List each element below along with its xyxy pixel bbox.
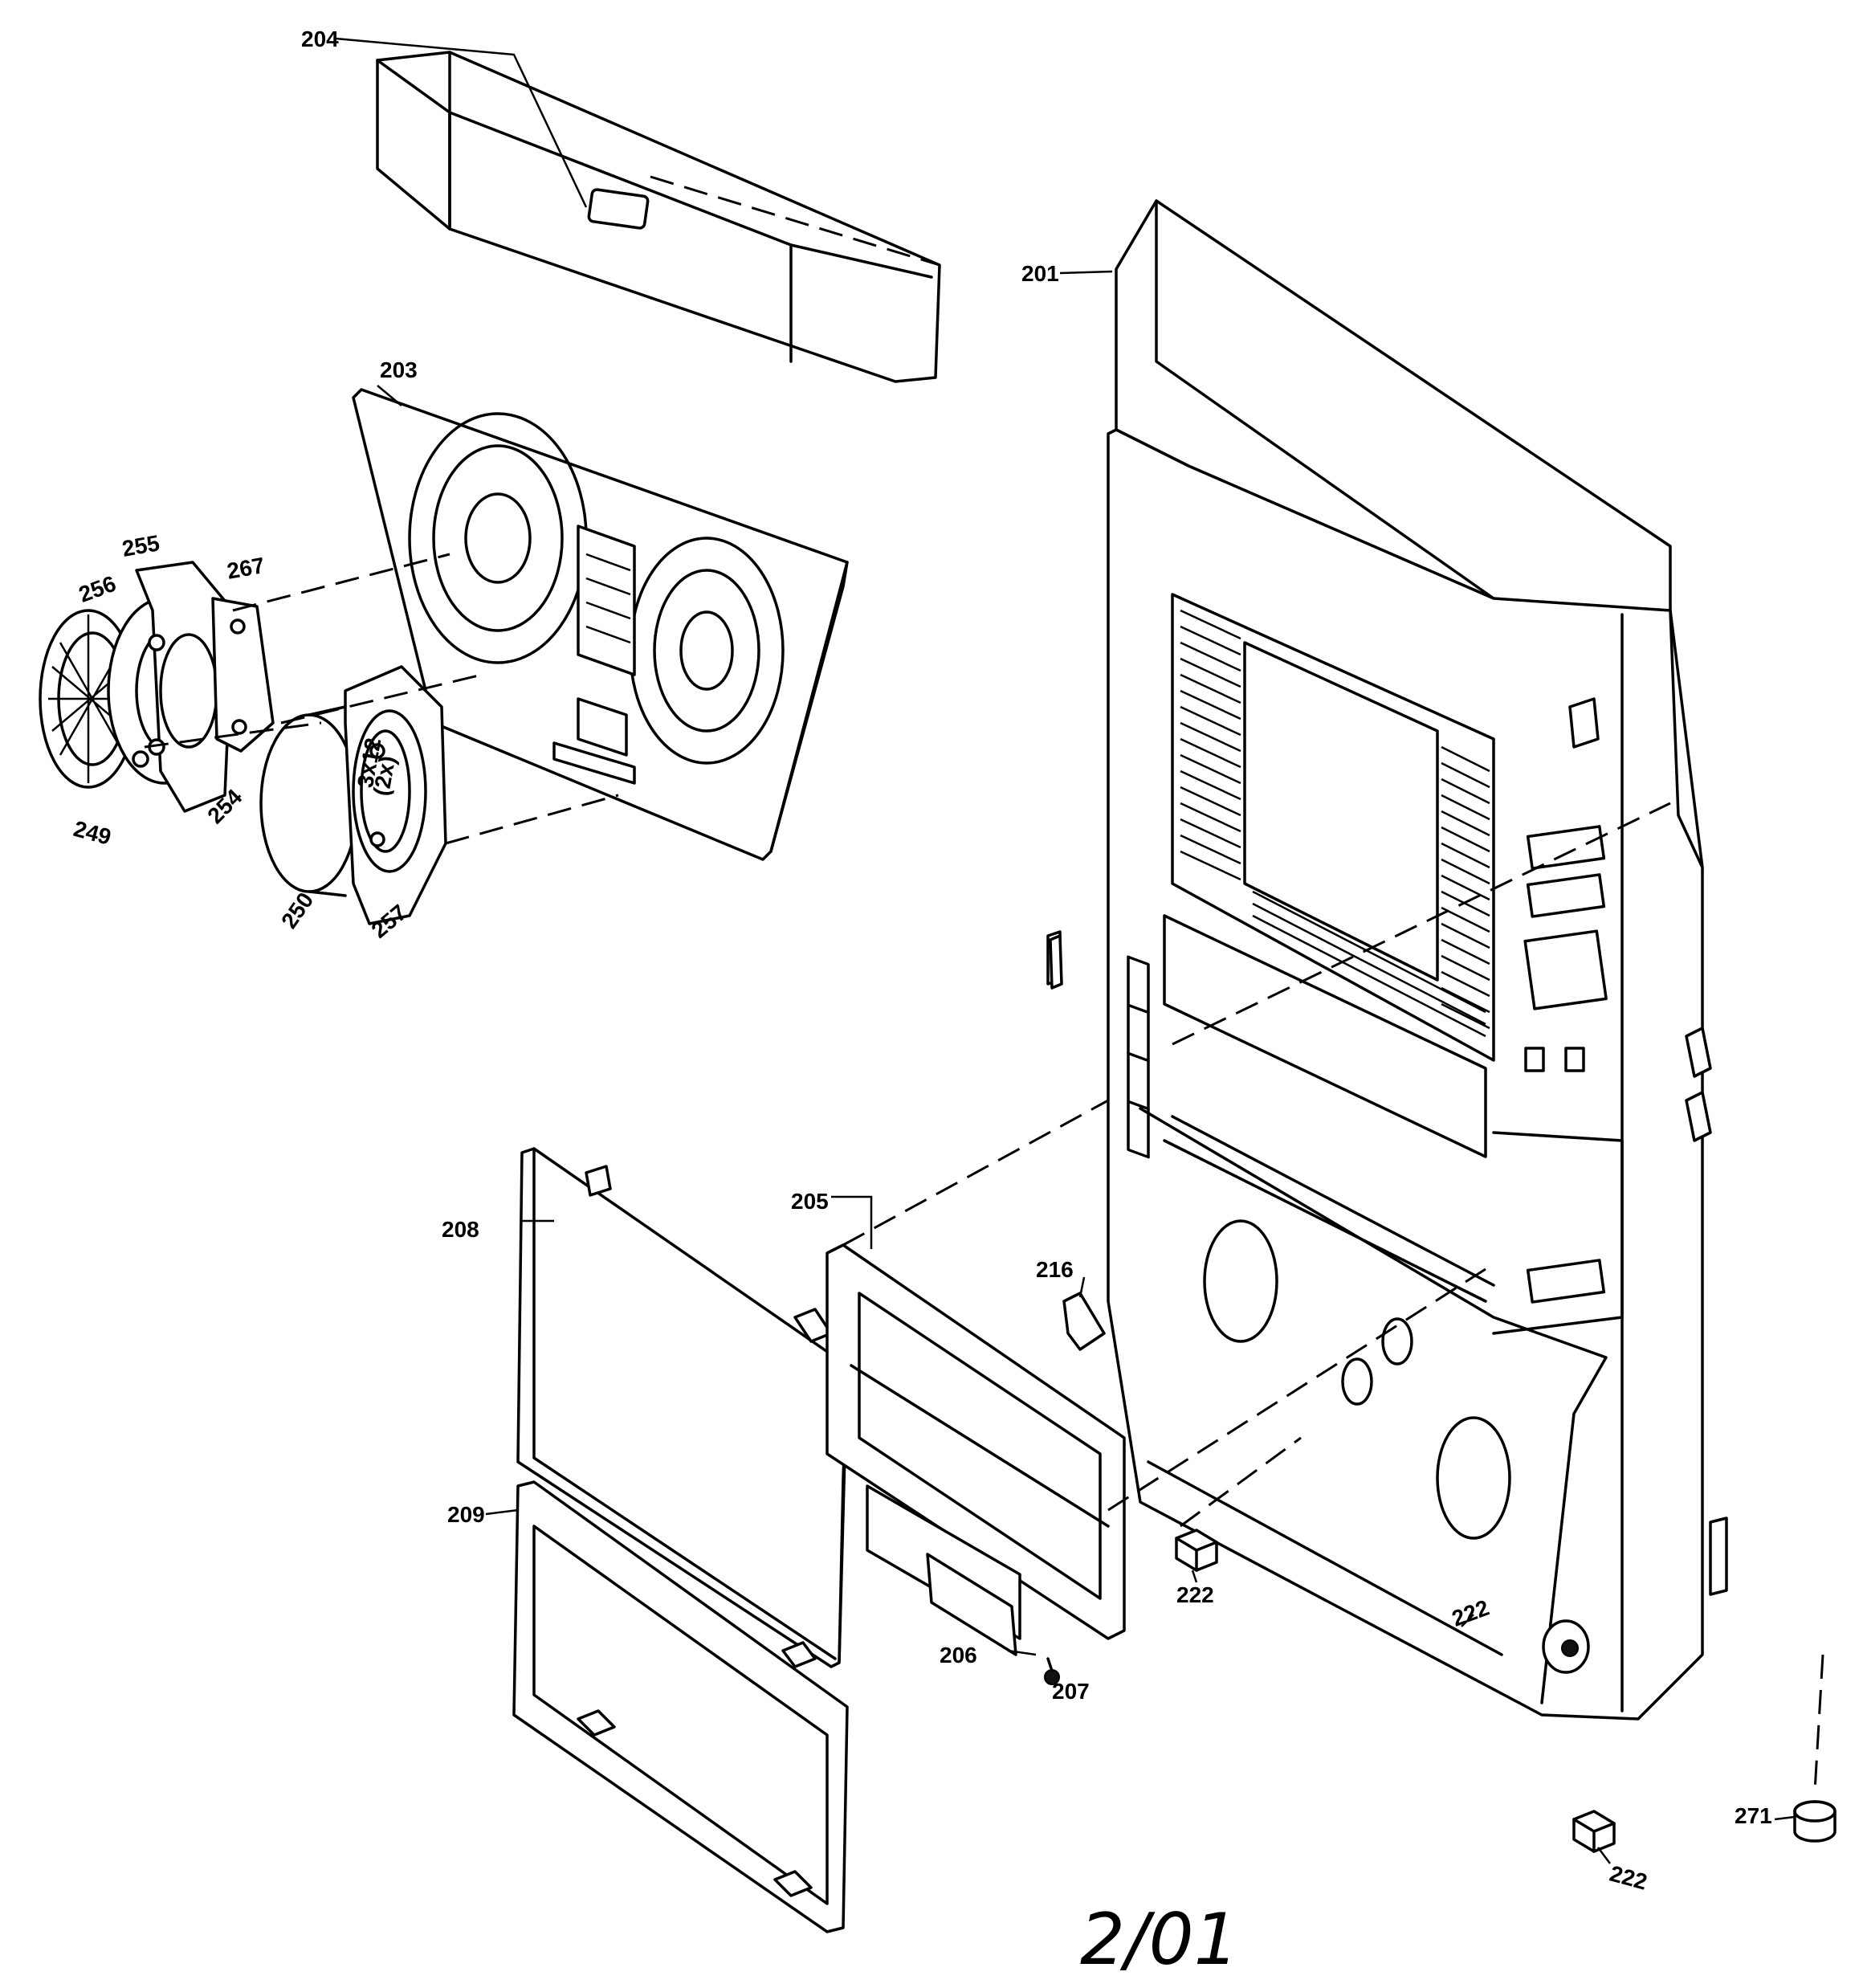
part-216-knob: [1062, 1292, 1106, 1351]
label-209: 209: [447, 1502, 485, 1527]
left-buttons: [1127, 955, 1150, 1159]
label-207: 207: [1052, 1679, 1090, 1704]
part-203-speaker-baffle: [352, 388, 849, 861]
label-205: 205: [791, 1189, 829, 1214]
tape-hub-right: [1436, 1416, 1511, 1540]
part-267-bracket: [211, 597, 275, 753]
part-206-slider: [926, 1553, 1017, 1656]
label-216: 216: [1036, 1257, 1074, 1282]
tape-hub-left: [1203, 1219, 1278, 1343]
label-222-c: 222: [1607, 1861, 1649, 1895]
part-222-pad-a: [1175, 1529, 1218, 1572]
loose-clip: [1049, 934, 1063, 990]
label-222-a: 222: [1176, 1582, 1214, 1607]
label-256: 256: [75, 571, 120, 607]
part-250-speaker: [259, 705, 359, 897]
label-249: 249: [71, 816, 113, 850]
assembly-lines: [144, 175, 1824, 1792]
part-254-screws: [132, 634, 165, 768]
page-code: 2/01: [1080, 1898, 1239, 1981]
right-controls: [1492, 825, 1624, 1335]
label-208: 208: [442, 1217, 479, 1242]
label-250: 250: [276, 888, 318, 933]
part-257-speaker-frame: 3x12 (2x): [344, 665, 447, 925]
part-209-lower-frame: [512, 1480, 849, 1933]
label-203: 203: [380, 357, 418, 382]
part-201-main-cabinet: [1046, 199, 1728, 1721]
label-255: 255: [120, 530, 161, 561]
part-207-screw: [1044, 1657, 1060, 1685]
label-206: 206: [940, 1643, 977, 1668]
part-204-top-cover: [376, 51, 941, 383]
label-204: 204: [301, 27, 339, 51]
label-267: 267: [225, 553, 266, 584]
part-222-pad-c: [1572, 1810, 1616, 1853]
label-201: 201: [1021, 261, 1059, 286]
part-271-foot: [1793, 1800, 1837, 1843]
leader-lines: [335, 37, 1796, 1864]
display-hatch: [1180, 609, 1490, 1038]
label-271: 271: [1735, 1803, 1772, 1828]
